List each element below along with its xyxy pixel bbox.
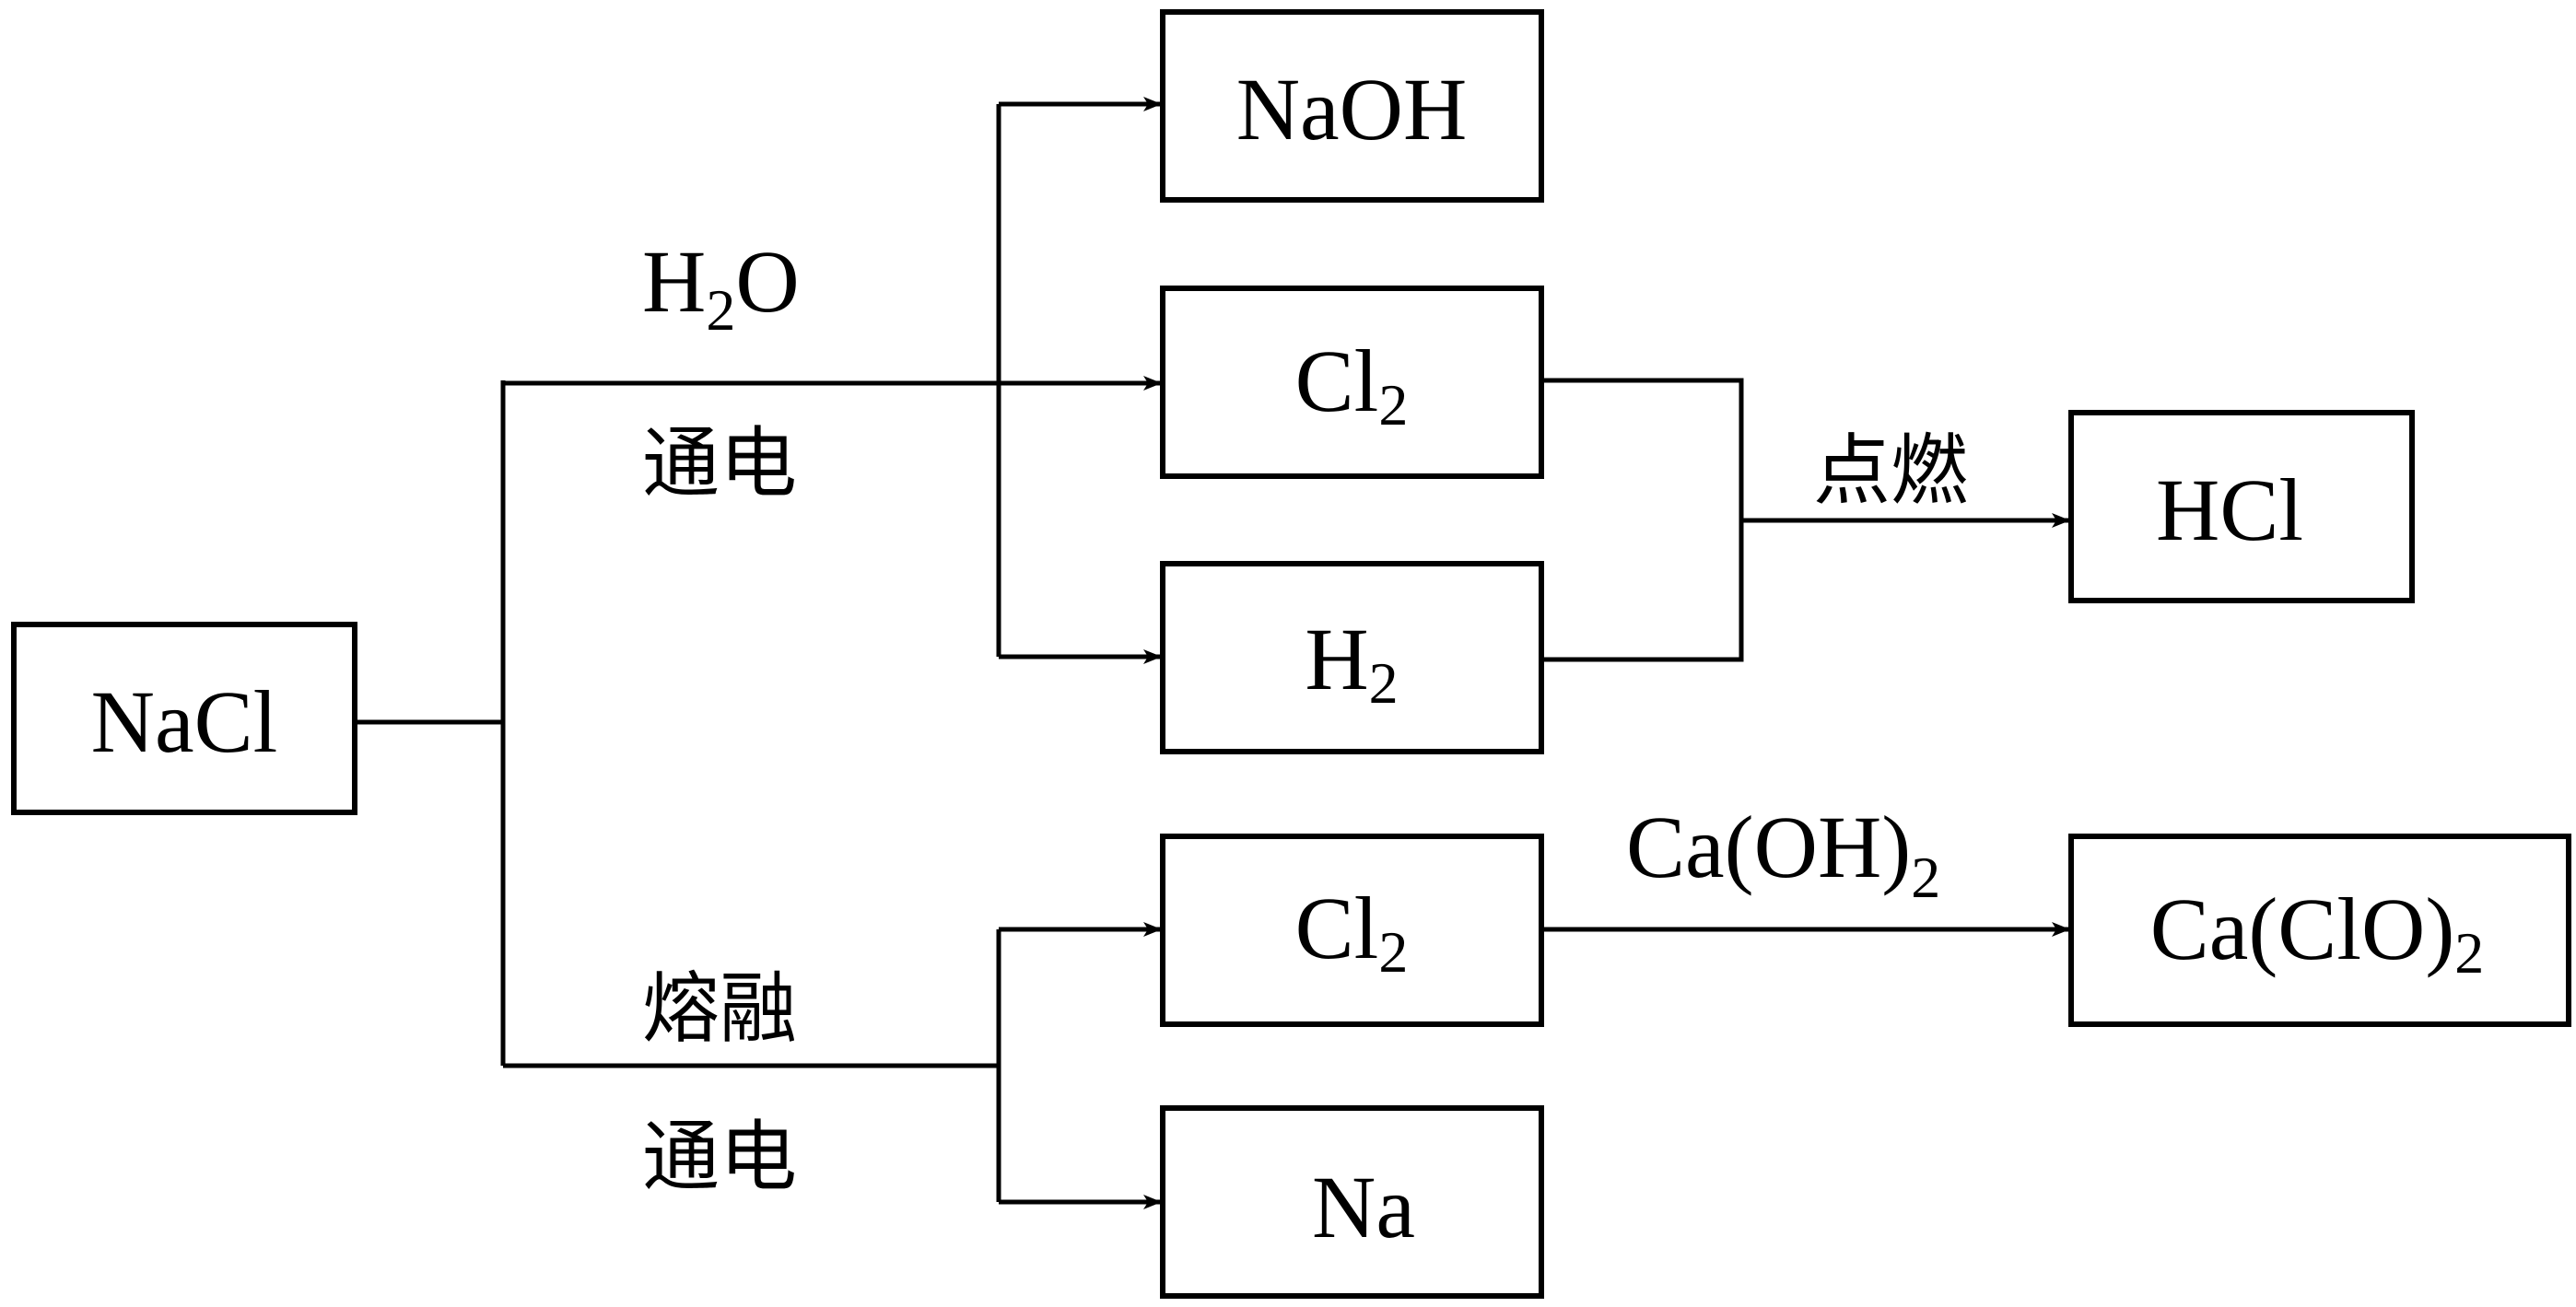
- node-ca-clo2: Ca(ClO)2: [2068, 834, 2571, 1027]
- node-na-box: [1160, 1105, 1544, 1299]
- node-hcl-label: HCl: [2156, 461, 2303, 559]
- condition-action-electrify-bottom: 通电: [642, 1112, 797, 1202]
- node-h2-box: [1160, 561, 1544, 754]
- connectors: [356, 97, 2070, 1209]
- node-cl2-top-label: Cl2: [1295, 332, 1409, 438]
- condition-solution-electrolysis: H2O 通电: [642, 232, 800, 508]
- node-cl2-bottom-label: Cl2: [1295, 879, 1409, 985]
- condition-reagent-water: H2O: [642, 232, 800, 343]
- node-na: Na: [1160, 1105, 1544, 1299]
- node-nacl: NaCl: [11, 622, 357, 815]
- condition-state-molten: 熔融: [642, 963, 797, 1054]
- node-naoh-label: NaOH: [1236, 60, 1468, 158]
- condition-calcium-hydroxide: Ca(OH)2: [1626, 798, 1940, 910]
- cl2-to-junction-line: [1542, 378, 1744, 662]
- node-h2: H2: [1160, 561, 1544, 754]
- node-ca-clo2-label: Ca(ClO)2: [2150, 880, 2485, 986]
- node-nacl-box: [11, 622, 357, 815]
- node-cl2-bottom-box: [1160, 834, 1544, 1027]
- node-ca-clo2-box: [2068, 834, 2571, 1027]
- condition-reagent-calcium-hydroxide: Ca(OH)2: [1626, 798, 1940, 910]
- node-hcl-box: [2068, 410, 2415, 603]
- condition-action-electrify-top: 通电: [642, 418, 797, 508]
- node-naoh: NaOH: [1160, 9, 1544, 203]
- condition-action-ignite: 点燃: [1813, 426, 1968, 516]
- node-naoh-box: [1160, 9, 1544, 203]
- condition-ignition: 点燃: [1813, 426, 1968, 516]
- node-cl2-top: Cl2: [1160, 286, 1544, 479]
- node-h2-label: H2: [1305, 610, 1398, 716]
- node-cl2-bottom: Cl2: [1160, 834, 1544, 1027]
- node-cl2-top-box: [1160, 286, 1544, 479]
- node-na-label: Na: [1312, 1158, 1415, 1256]
- node-nacl-label: NaCl: [91, 672, 278, 771]
- node-hcl: HCl: [2068, 410, 2415, 603]
- condition-molten-electrolysis: 熔融 通电: [642, 963, 797, 1202]
